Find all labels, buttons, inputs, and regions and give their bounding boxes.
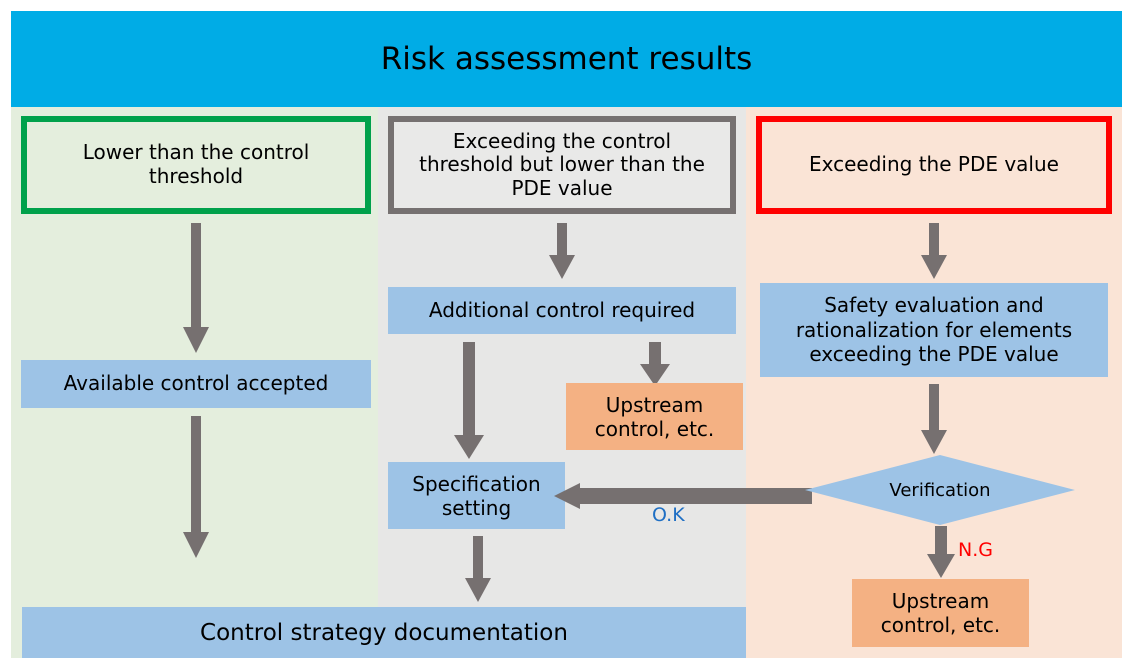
node-additional-control-required-label: Additional control required [428,297,696,322]
node-mid-upstream-control: Upstream control, etc. [566,383,743,450]
header-exceeding-threshold-below-pde-label: Exceeding the control threshold but lowe… [419,128,705,200]
edge-label-ng: N.G [958,539,993,561]
arrow-left-accepted-to-footer [183,416,209,558]
title-banner: Risk assessment results [11,11,1122,107]
node-mid-upstream-control-label: Upstream control, etc. [594,392,715,441]
header-exceeding-pde-value: Exceeding the PDE value [756,116,1112,214]
node-available-control-accepted-label: Available control accepted [63,371,329,396]
arrow-left-header-to-accepted [183,223,209,353]
node-specification-setting: Specification setting [388,462,565,529]
arrow-mid-header-to-additional-control [549,223,575,279]
arrow-mid-specification-to-footer [465,536,491,602]
edge-label-ok: O.K [652,504,685,526]
header-exceeding-threshold-below-pde: Exceeding the control threshold but lowe… [388,116,736,214]
node-right-upstream-control: Upstream control, etc. [852,579,1029,647]
header-lower-than-control-threshold: Lower than the control threshold [21,116,371,214]
arrow-verification-ng-to-upstream [927,526,955,578]
node-available-control-accepted: Available control accepted [21,360,371,408]
arrow-right-header-to-safety-eval [921,223,947,279]
page-title: Risk assessment results [380,41,753,77]
arrow-mid-additional-to-upstream [640,342,670,386]
node-safety-evaluation-rationalization: Safety evaluation and rationalization fo… [760,283,1108,377]
flowchart-figure: Risk assessment results Lower than the c… [11,11,1122,658]
node-specification-setting-label: Specification setting [412,471,541,520]
header-lower-than-control-threshold-label: Lower than the control threshold [82,140,310,188]
node-additional-control-required: Additional control required [388,287,736,334]
node-verification-decision: Verification [805,455,1075,525]
node-safety-evaluation-rationalization-label: Safety evaluation and rationalization fo… [795,293,1073,367]
arrow-safety-eval-to-verification [921,384,947,454]
arrow-mid-additional-to-specification [454,342,484,459]
arrow-verification-ok-to-specification [554,483,812,509]
footer-control-strategy-documentation: Control strategy documentation [22,607,746,658]
header-exceeding-pde-value-label: Exceeding the PDE value [809,152,1059,177]
node-right-upstream-control-label: Upstream control, etc. [880,589,1001,637]
column-exceeding-pde [746,107,1122,658]
node-verification-decision-label: Verification [889,479,991,501]
footer-label: Control strategy documentation [200,619,568,646]
